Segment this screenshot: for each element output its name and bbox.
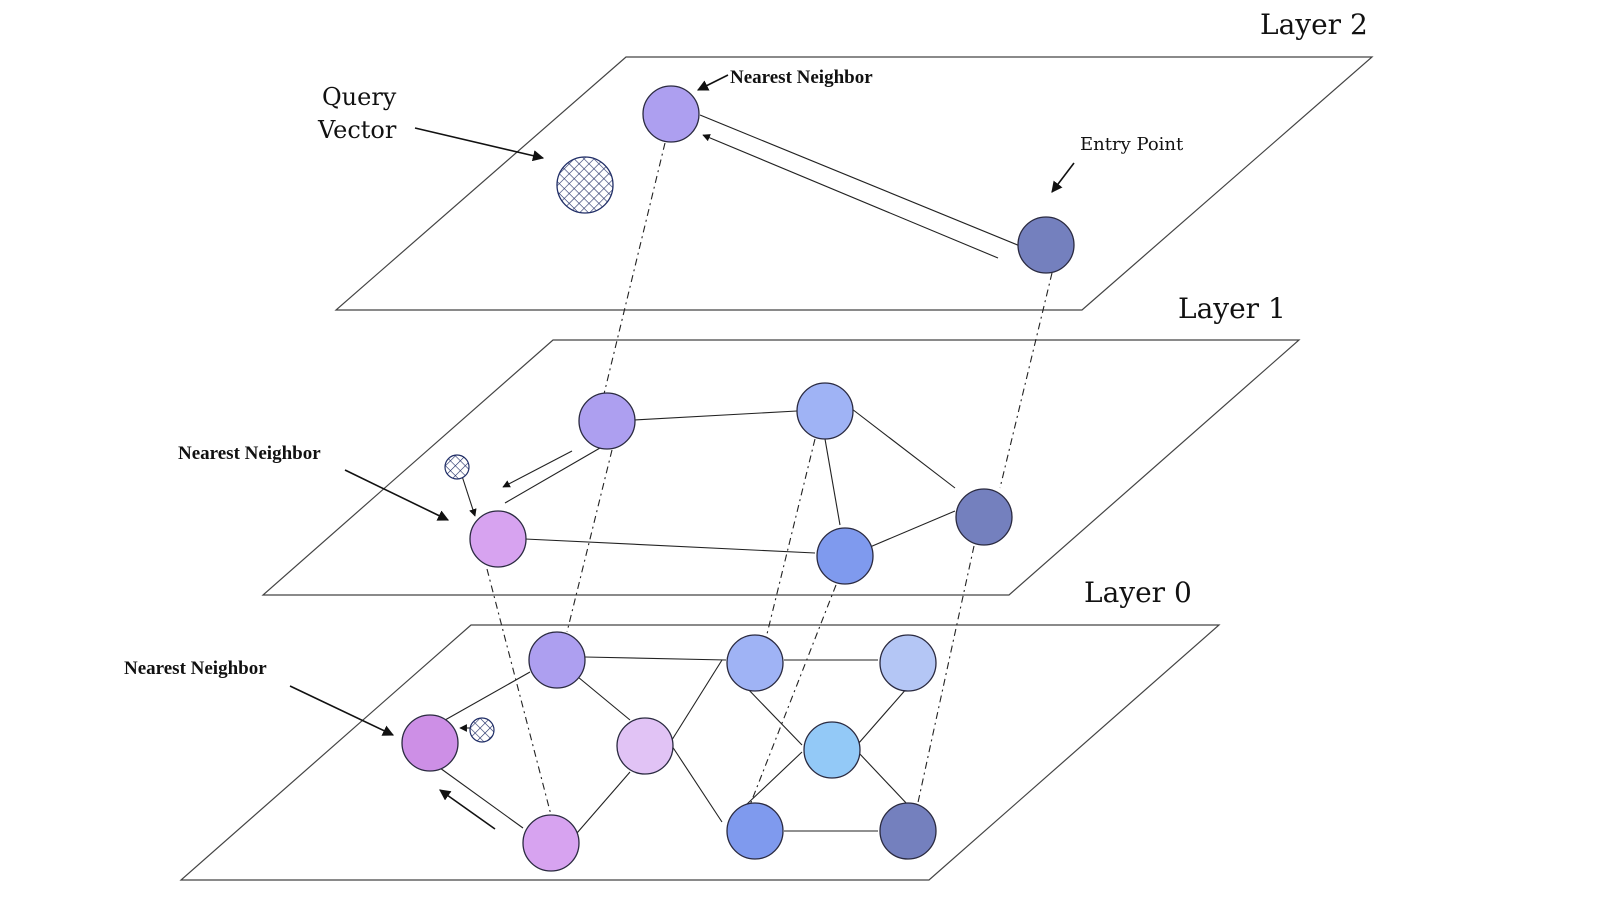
l0-node <box>879 802 937 860</box>
l0-edge <box>745 686 803 746</box>
l0-node <box>726 634 784 692</box>
l0-edge <box>437 671 531 725</box>
l0-nearest-node <box>401 714 459 772</box>
l1-search-arrow <box>502 450 573 488</box>
l1-nearest-pointer <box>344 469 450 521</box>
link-l1-l0-d <box>749 584 837 806</box>
l1-node <box>816 527 874 585</box>
layer-0-plane <box>179 624 1221 881</box>
l1-query-vector <box>444 454 470 480</box>
l1-node <box>796 382 854 440</box>
l2-edge <box>699 114 1021 247</box>
l0-search-arrow <box>439 789 496 830</box>
link-l1-l0-b <box>486 568 552 816</box>
l0-node <box>528 631 586 689</box>
l1-edge <box>869 510 956 548</box>
l0-edge <box>577 676 631 721</box>
l1-query-arrow <box>461 475 477 517</box>
l1-nearest-node <box>469 510 527 568</box>
l2-nearest-node <box>642 85 700 143</box>
l0-node <box>726 802 784 860</box>
l0-edge <box>857 686 909 745</box>
l0-query-vector <box>469 717 495 743</box>
l0-edge <box>576 771 631 834</box>
l0-nearest-pointer <box>289 685 395 736</box>
l1-edge <box>524 538 816 554</box>
link-l1-l0-c <box>766 438 816 635</box>
l0-node <box>522 814 580 872</box>
l0-edge <box>584 656 727 661</box>
l2-query-vector <box>556 156 614 214</box>
l1-node <box>578 392 636 450</box>
l0-edge <box>669 742 723 823</box>
l2-search-arrow <box>702 134 999 259</box>
l0-node <box>803 721 861 779</box>
layer-1-plane <box>261 339 1301 596</box>
entry-point-label: Entry Point <box>1080 134 1184 155</box>
link-l2-l1-b <box>999 272 1053 489</box>
l2-nearest-pointer <box>696 74 729 91</box>
l0-edge <box>857 751 909 806</box>
entry-point-pointer <box>1051 162 1075 193</box>
query-vector-label-line1: Query <box>322 83 397 111</box>
link-l2-l1-a <box>603 142 666 395</box>
layer-0-label: Layer 0 <box>1084 576 1192 609</box>
l0-node <box>616 717 674 775</box>
l1-edge <box>504 447 601 504</box>
l1-node <box>955 488 1013 546</box>
layer-2-plane <box>334 56 1374 311</box>
query-vector-label-line2: Vector <box>317 116 397 144</box>
l2-nearest-neighbor-label: Nearest Neighbor <box>730 67 873 88</box>
l0-nearest-neighbor-label: Nearest Neighbor <box>124 658 267 679</box>
layer-1-label: Layer 1 <box>1178 292 1286 325</box>
l0-edge <box>439 767 524 829</box>
l1-edge <box>633 410 798 421</box>
l0-edge <box>745 751 803 806</box>
l2-entry-node <box>1017 216 1075 274</box>
link-l1-l0-a <box>566 449 613 633</box>
layer-2-label: Layer 2 <box>1260 8 1368 41</box>
l1-edge <box>824 438 841 526</box>
l0-edge <box>669 659 723 744</box>
l1-nearest-neighbor-label: Nearest Neighbor <box>178 443 321 464</box>
query-vector-pointer <box>414 127 545 162</box>
l0-node <box>879 634 937 692</box>
l1-edge <box>851 408 956 489</box>
link-l1-l0-e <box>916 545 975 808</box>
